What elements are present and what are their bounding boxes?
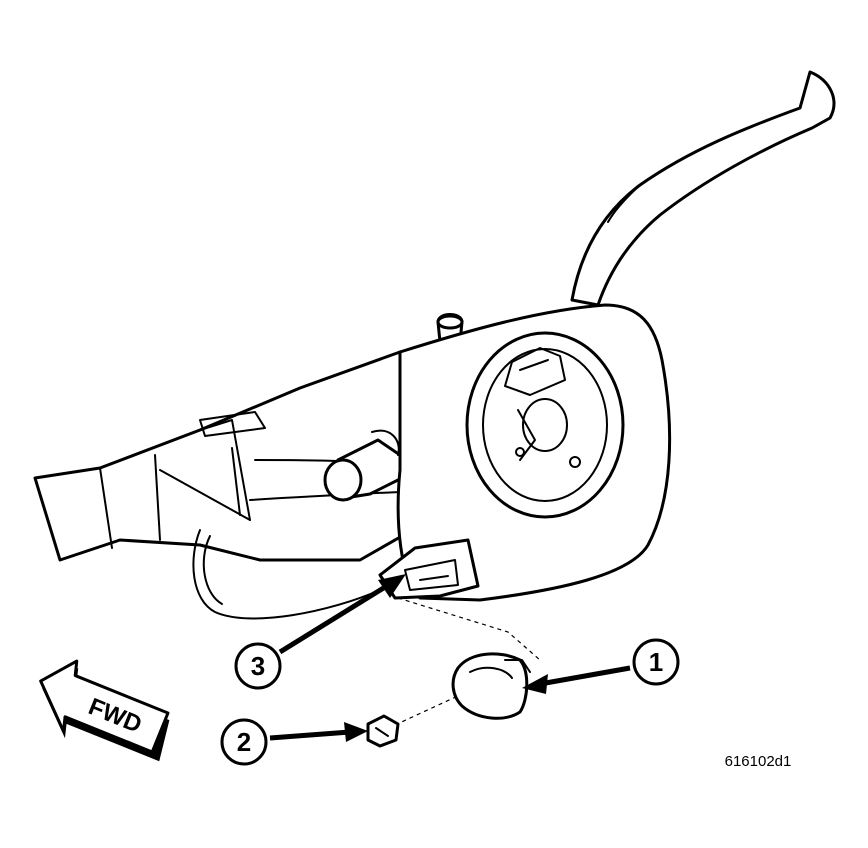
- alignment-line: [397, 597, 541, 661]
- housing-mount: [378, 538, 480, 600]
- leader-arrow-2: [269, 722, 368, 742]
- switch-lever: [570, 70, 836, 307]
- switch-knob: [323, 429, 404, 502]
- figure-id: 616102d1: [725, 753, 792, 770]
- forward-direction-arrow: FWD: [39, 659, 170, 762]
- callout-2-label: 2: [237, 727, 251, 757]
- leader-arrow-1: [522, 665, 631, 694]
- callout-3-label: 3: [251, 651, 265, 681]
- callout-2: 2: [220, 718, 268, 766]
- callout-3: 3: [234, 642, 282, 690]
- callout-1-label: 1: [649, 647, 663, 677]
- switch-housing: [396, 303, 672, 602]
- leader-arrow-3: [278, 574, 406, 655]
- screw: [366, 714, 400, 748]
- alignment-line: [394, 694, 461, 726]
- callout-1: 1: [632, 638, 680, 686]
- retainer-clip: [451, 652, 531, 720]
